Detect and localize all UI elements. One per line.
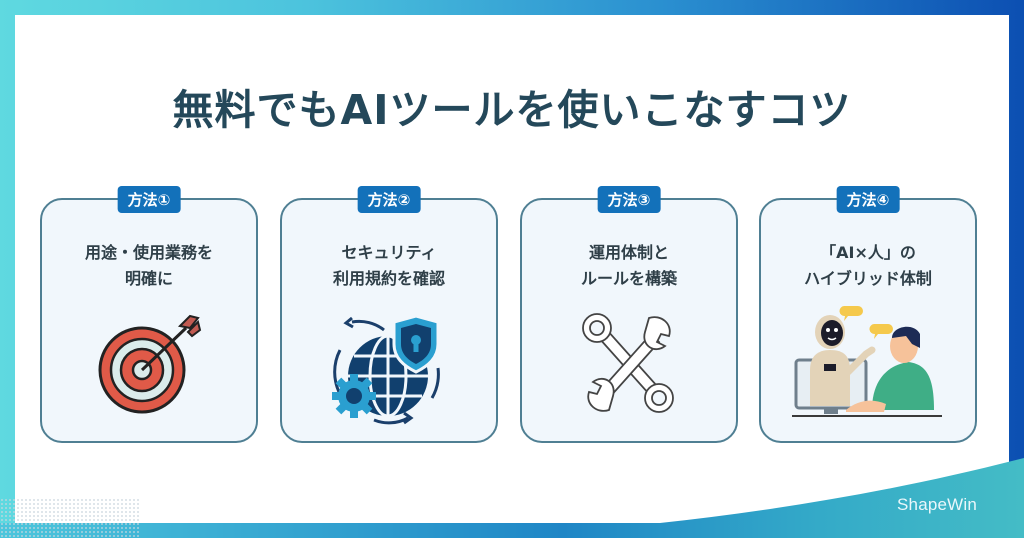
card-title-line: ルールを構築 bbox=[580, 269, 677, 288]
dot-pattern bbox=[0, 498, 140, 538]
card-title-line: セキュリティ bbox=[341, 243, 437, 262]
target-arrow-icon bbox=[98, 314, 202, 414]
card-title-line: 明確に bbox=[124, 269, 173, 288]
card-title-line: 「AI×人」の bbox=[820, 243, 916, 262]
card-method-1: 方法① 用途・使用業務を 明確に bbox=[40, 186, 258, 443]
card-title: セキュリティ 利用規約を確認 bbox=[282, 240, 496, 292]
shapewin-logo: ShapeWin bbox=[897, 495, 978, 514]
card-title-line: 用途・使用業務を bbox=[84, 243, 213, 262]
globe-shield-gear-icon bbox=[332, 314, 440, 425]
card-title-line: 運用体制と bbox=[588, 243, 669, 262]
card-title: 運用体制と ルールを構築 bbox=[522, 240, 736, 292]
card-method-4: 方法④ 「AI×人」の ハイブリッド体制 bbox=[759, 186, 977, 443]
crossed-wrenches-icon bbox=[582, 313, 674, 413]
method-badge: 方法② bbox=[357, 186, 421, 213]
ai-human-chat-icon bbox=[792, 306, 942, 417]
method-badge: 方法④ bbox=[836, 186, 900, 213]
method-badge: 方法① bbox=[117, 186, 181, 213]
method-badge: 方法③ bbox=[597, 186, 661, 213]
card-title-line: 利用規約を確認 bbox=[332, 269, 445, 288]
card-title: 用途・使用業務を 明確に bbox=[42, 240, 256, 292]
page-title: 無料でもAIツールを使いこなすコツ bbox=[172, 86, 852, 134]
card-title-line: ハイブリッド体制 bbox=[804, 269, 932, 288]
card-method-2: 方法② セキュリティ 利用規約を確認 bbox=[280, 186, 498, 443]
card-method-3: 方法③ 運用体制と ルールを構築 bbox=[520, 186, 738, 443]
card-title: 「AI×人」の ハイブリッド体制 bbox=[761, 240, 975, 292]
